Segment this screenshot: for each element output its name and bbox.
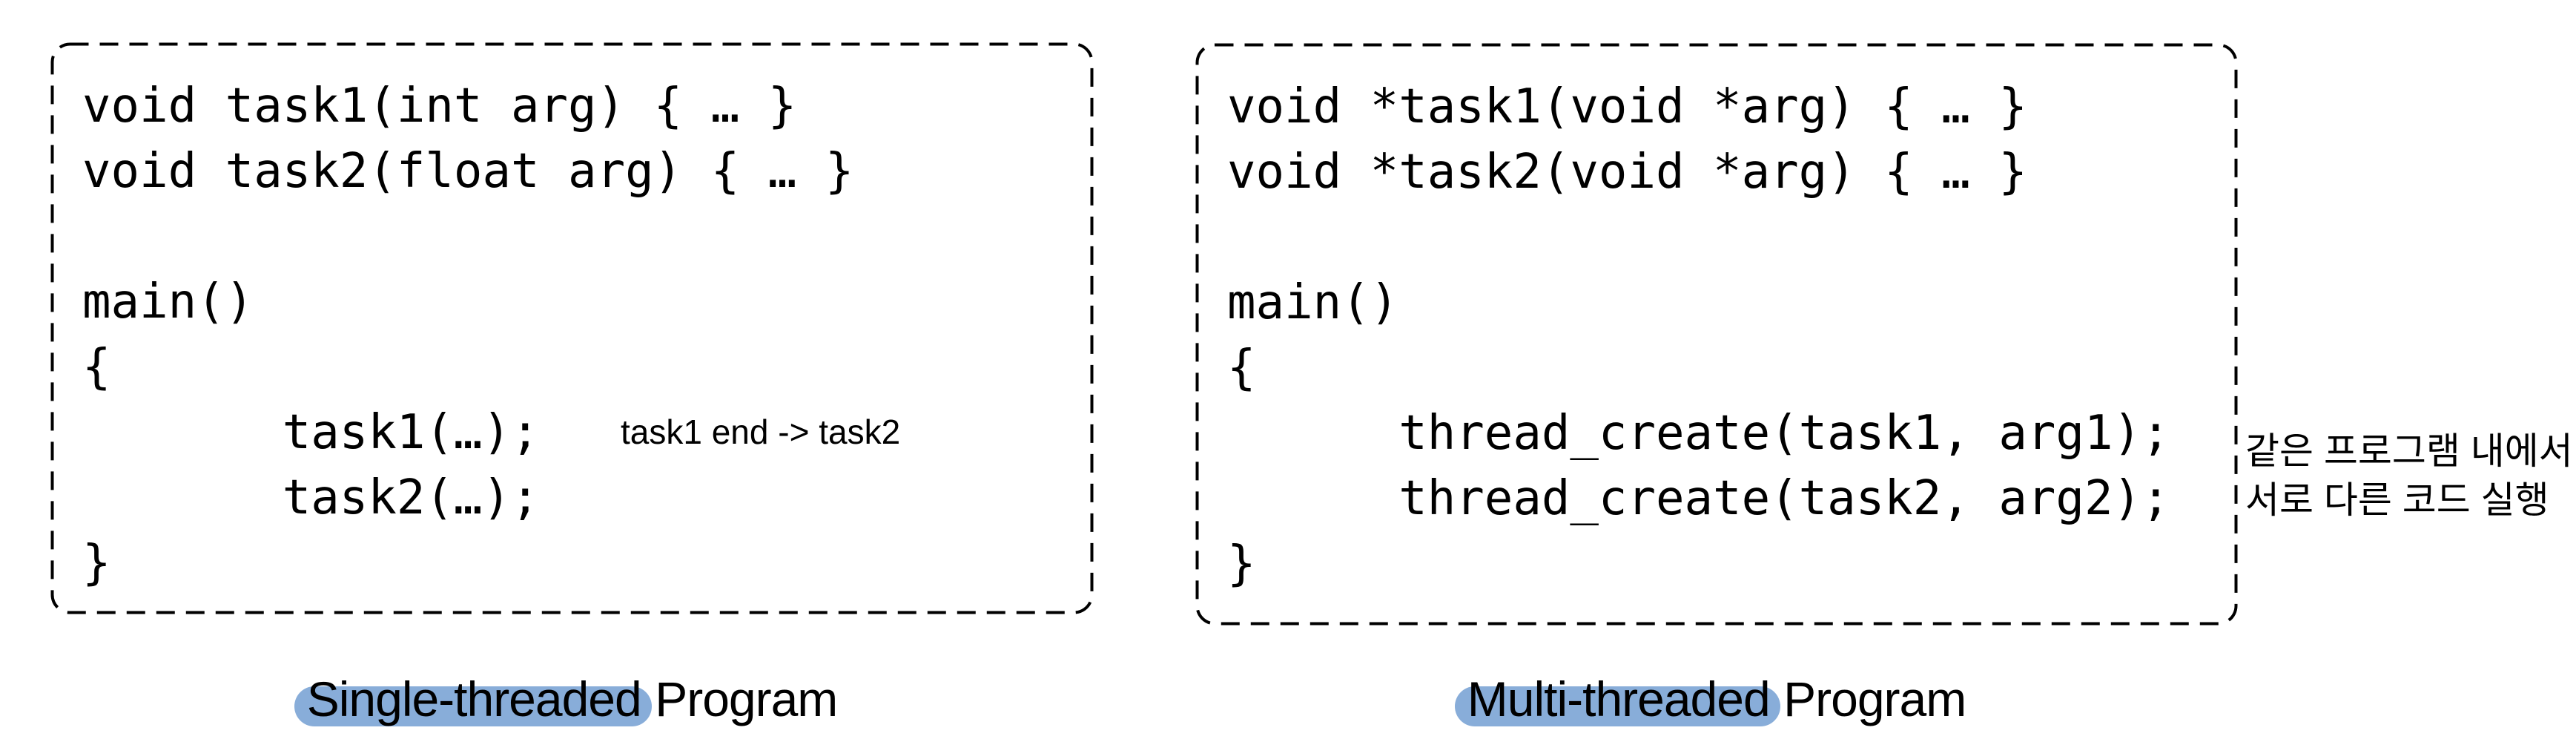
code-line: thread_create(task2, arg2); [1227,471,2170,526]
caption-highlight: Multi-threaded [1467,672,1771,726]
code-line: } [1227,536,1256,591]
korean-annotation: 같은 프로그램 내에서 서로 다른 코드 실행 [2245,427,2573,525]
sequential-execution-note: task1 end -> task2 [621,413,901,451]
code-line: { [1227,341,1256,395]
dashed-border-icon [50,42,1094,614]
code-line: thread_create(task1, arg1); [1227,406,2170,461]
multi-threaded-code-box: void *task1(void *arg) { … } void *task2… [1195,43,2238,626]
code-block-multi-threaded: void *task1(void *arg) { … } void *task2… [1227,74,2170,597]
code-line [82,204,853,269]
code-line: void task2(float arg) { … } [82,144,854,199]
code-line: void *task1(void *arg) { … } [1227,79,2027,134]
code-line: main() [82,275,254,329]
code-line: void task1(int arg) { … } [82,79,797,134]
code-line: { [82,340,111,395]
caption-rest: Program [655,672,838,726]
code-line: task2(…); [82,470,540,525]
korean-annotation-line: 서로 다른 코드 실행 [2245,479,2549,521]
code-block-single-threaded: void task1(int arg) { … } void task2(flo… [82,73,853,596]
single-threaded-code-box: void task1(int arg) { … } void task2(flo… [50,42,1094,614]
code-line: } [82,536,111,591]
code-line: void *task2(void *arg) { … } [1227,145,2027,200]
code-line: task1(…); [82,405,540,460]
code-line [1227,205,2170,270]
korean-annotation-line: 같은 프로그램 내에서 [2245,430,2573,472]
caption-rest: Program [1783,672,1966,726]
caption-highlight: Single-threaded [306,672,642,726]
code-line: main() [1227,275,1399,330]
